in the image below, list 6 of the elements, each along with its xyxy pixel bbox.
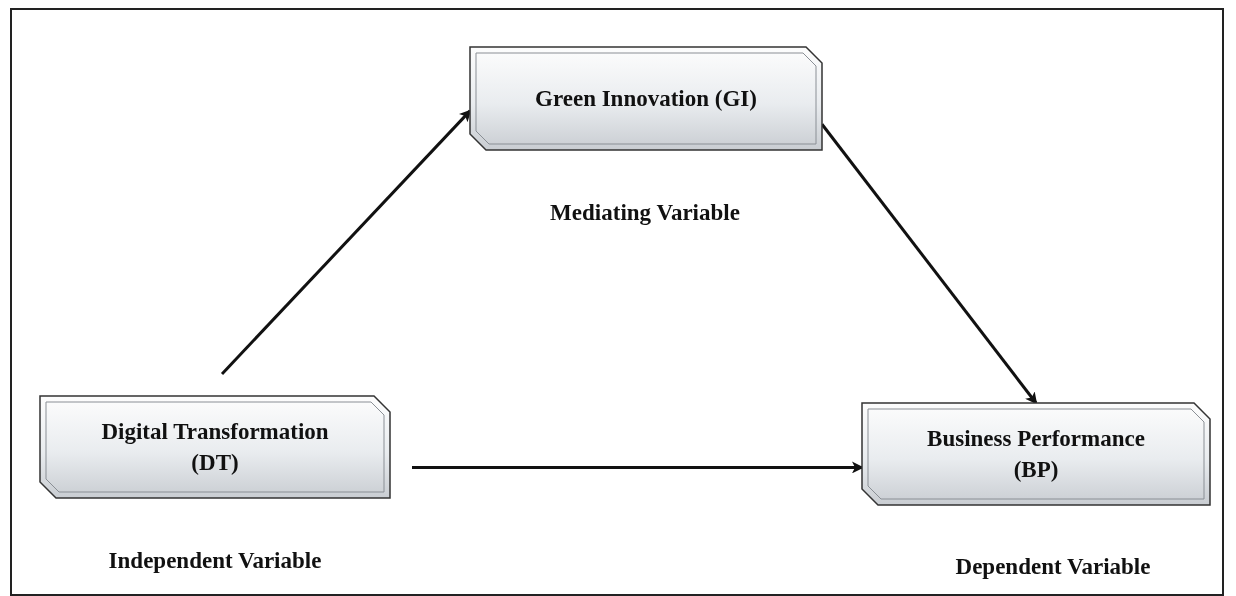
node-label: Business Performance (BP)	[926, 424, 1146, 484]
variable-caption: Dependent Variable	[955, 554, 1151, 580]
node-label: Digital Transformation (DT)	[100, 417, 330, 477]
variable-caption: Independent Variable	[108, 548, 322, 574]
node-label: Green Innovation (GI)	[534, 84, 758, 113]
variable-caption: Mediating Variable	[550, 200, 740, 226]
